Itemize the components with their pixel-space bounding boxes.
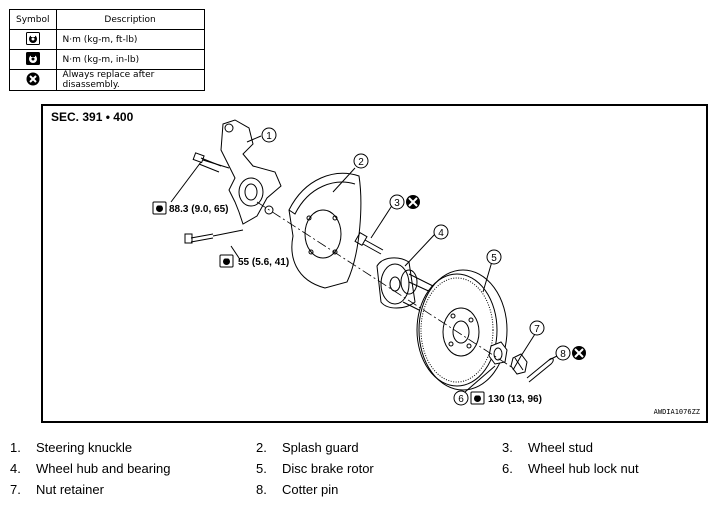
symbol-legend: Symbol Description N·m (kg-m, ft-lb) N·m…	[9, 9, 205, 91]
nut-retainer-drawing	[510, 353, 528, 375]
legend-header-description: Description	[55, 9, 205, 30]
callout-1: 1	[261, 127, 277, 143]
hub-lock-nut-drawing	[488, 341, 508, 365]
always-replace-icon	[572, 346, 586, 360]
part-item: 1. Steering knuckle	[10, 440, 132, 455]
section-label: SEC. 391 • 400	[51, 110, 134, 124]
svg-text:3: 3	[394, 198, 400, 209]
part-name: Nut retainer	[36, 482, 104, 497]
part-number: 8.	[256, 482, 267, 497]
part-number: 6.	[502, 461, 513, 476]
part-number: 5.	[256, 461, 267, 476]
legend-description: Always replace after disassembly.	[55, 69, 205, 91]
svg-text:7: 7	[534, 324, 540, 335]
callout-4: 4	[433, 224, 449, 240]
svg-text:2: 2	[358, 157, 364, 168]
torque-wrench-icon	[25, 31, 40, 45]
part-name: Cotter pin	[282, 482, 339, 497]
callout-7: 7	[529, 320, 545, 336]
wheel-hub-drawing	[376, 257, 436, 315]
legend-description: N·m (kg-m, ft-lb)	[55, 29, 205, 50]
part-item: 6. Wheel hub lock nut	[502, 461, 639, 476]
part-name: Wheel stud	[528, 440, 594, 455]
part-item: 4. Wheel hub and bearing	[10, 461, 170, 476]
cotter-pin-drawing	[526, 357, 554, 383]
figure-code: AWDIA1076ZZ	[653, 408, 700, 416]
wheel-stud-drawing	[354, 231, 384, 255]
legend-row: Always replace after disassembly.	[9, 69, 205, 91]
svg-text:4: 4	[438, 228, 444, 239]
part-name: Wheel hub lock nut	[528, 461, 639, 476]
torque-label-knuckle-lower: 55 (5.6, 41)	[219, 254, 289, 268]
part-number: 7.	[10, 482, 21, 497]
diagram-artwork: 1 2 3 4 5 6	[152, 119, 586, 406]
legend-header-symbol: Symbol	[9, 9, 57, 30]
svg-text:130 (13, 96): 130 (13, 96)	[488, 394, 542, 405]
part-item: 7. Nut retainer	[10, 482, 104, 497]
disc-brake-rotor-drawing	[416, 269, 508, 391]
part-number: 4.	[10, 461, 21, 476]
part-name: Steering knuckle	[36, 440, 133, 455]
part-number: 2.	[256, 440, 267, 455]
legend-row: N·m (kg-m, in-lb)	[9, 49, 205, 70]
part-number: 1.	[10, 440, 21, 455]
always-replace-icon	[406, 195, 420, 209]
svg-text:1: 1	[266, 131, 272, 142]
torque-label-knuckle-upper: 88.3 (9.0, 65)	[152, 201, 228, 215]
splash-guard-drawing	[288, 172, 362, 289]
callout-3: 3	[389, 194, 405, 210]
callout-8: 8	[555, 345, 571, 361]
exploded-diagram: SEC. 391 • 400	[41, 104, 708, 423]
svg-text:6: 6	[458, 394, 464, 405]
part-item: 8. Cotter pin	[256, 482, 338, 497]
callout-5: 5	[486, 249, 502, 265]
torque-label-hub-nut: 130 (13, 96)	[470, 391, 542, 405]
svg-text:88.3 (9.0, 65): 88.3 (9.0, 65)	[169, 204, 228, 215]
callout-2: 2	[353, 153, 369, 169]
part-item: 3. Wheel stud	[502, 440, 593, 455]
part-number: 3.	[502, 440, 513, 455]
part-name: Splash guard	[282, 440, 359, 455]
part-item: 5. Disc brake rotor	[256, 461, 374, 476]
part-item: 2. Splash guard	[256, 440, 359, 455]
svg-text:8: 8	[560, 349, 566, 360]
legend-header: Symbol Description	[9, 9, 205, 30]
part-name: Disc brake rotor	[282, 461, 374, 476]
torque-wrench-inlb-icon	[25, 51, 40, 65]
svg-text:5: 5	[491, 253, 497, 264]
always-replace-icon	[26, 72, 40, 85]
legend-description: N·m (kg-m, in-lb)	[55, 49, 205, 70]
legend-row: N·m (kg-m, ft-lb)	[9, 29, 205, 50]
part-name: Wheel hub and bearing	[36, 461, 171, 476]
callout-6: 6	[453, 390, 469, 406]
svg-text:55 (5.6, 41): 55 (5.6, 41)	[238, 257, 289, 268]
steering-knuckle-drawing	[184, 119, 282, 244]
